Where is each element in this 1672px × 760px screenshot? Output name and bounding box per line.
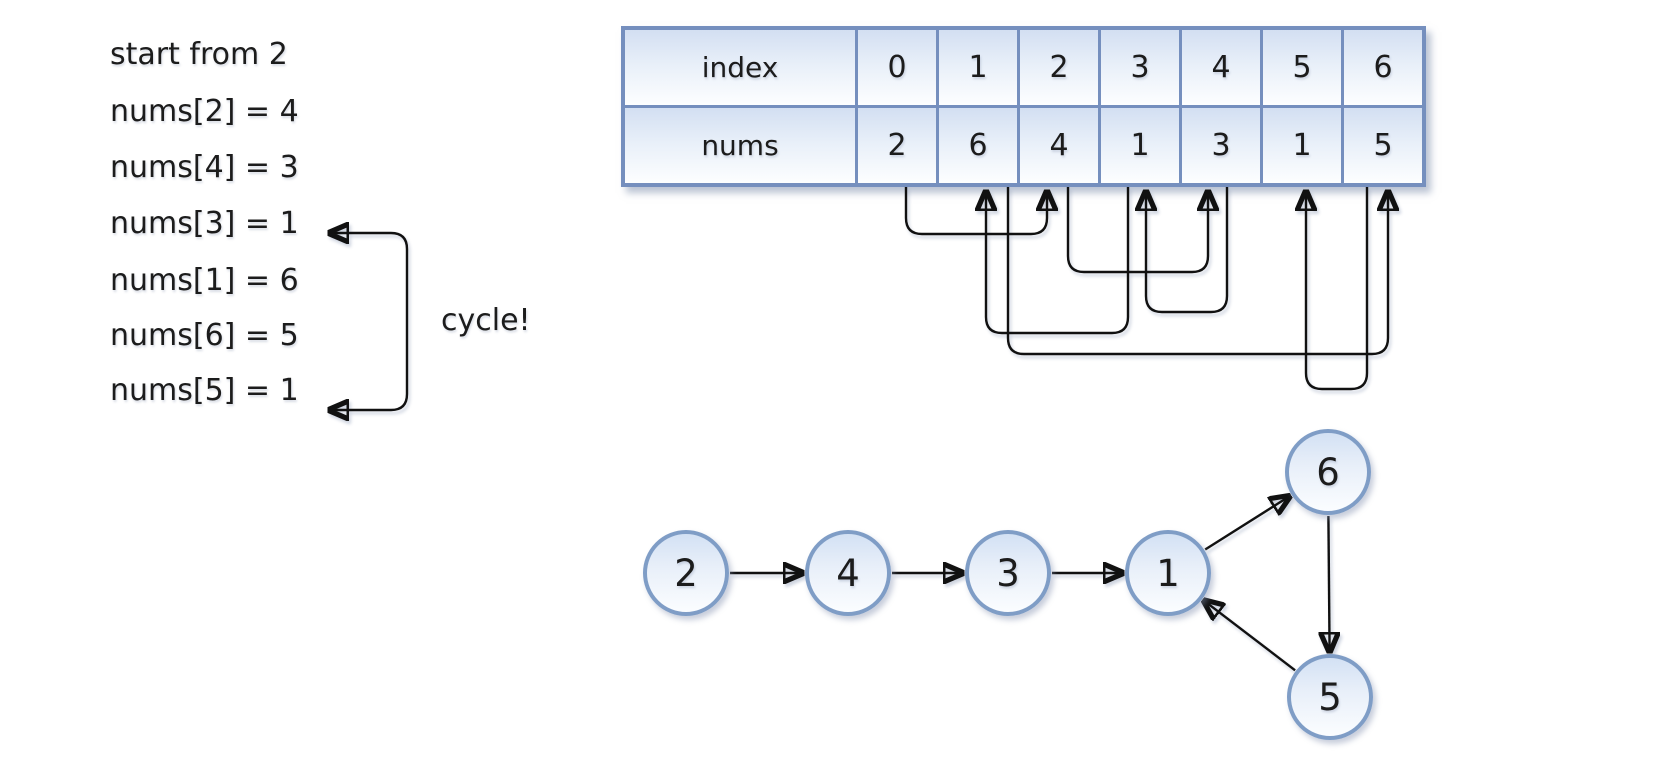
graph-node-5: 5 <box>1287 654 1373 740</box>
nums-cell-0: 2 <box>858 108 936 183</box>
graph-node-1: 1 <box>1125 530 1211 616</box>
nums-arrow-3-to-1 <box>986 187 1130 335</box>
nums-cell-4: 3 <box>1182 108 1260 183</box>
trace-line: nums[6] = 5 <box>110 318 299 353</box>
nums-cell-2: 4 <box>1020 108 1098 183</box>
index-cell-5: 5 <box>1263 30 1341 105</box>
trace-line: nums[3] = 1 <box>110 206 299 241</box>
trace-line: nums[5] = 1 <box>110 373 299 408</box>
graph-node-4: 4 <box>805 530 891 616</box>
trace-line: nums[4] = 3 <box>110 150 299 185</box>
index-cell-3: 3 <box>1101 30 1179 105</box>
index-cell-0: 0 <box>858 30 936 105</box>
nums-arrow-2-to-4 <box>1066 187 1208 274</box>
trace-line: start from 2 <box>110 37 288 72</box>
graph-node-2: 2 <box>643 530 729 616</box>
trace-line: nums[1] = 6 <box>110 263 299 298</box>
cycle-arrow <box>329 321 409 410</box>
index-cell-1: 1 <box>939 30 1017 105</box>
nums-arrow-1-to-6 <box>1006 187 1388 356</box>
trace-line: nums[2] = 4 <box>110 94 299 129</box>
nums-arrow-4-to-3 <box>1146 187 1229 314</box>
cycle-arrow-bracket <box>329 233 409 410</box>
cycle-label: cycle! <box>441 303 531 338</box>
graph-edge-1-to-6 <box>1204 496 1290 551</box>
nums-cell-5: 1 <box>1263 108 1341 183</box>
nums-cell-3: 1 <box>1101 108 1179 183</box>
index-cell-6: 6 <box>1344 30 1422 105</box>
graph-node-3: 3 <box>965 530 1051 616</box>
nums-arrow-6-to-5 <box>1306 187 1369 391</box>
table-row-label: nums <box>625 108 855 183</box>
table-row-label: index <box>625 30 855 105</box>
value-to-index-arrows <box>904 187 1388 391</box>
cycle-arrow <box>329 233 409 321</box>
nums-cell-6: 5 <box>1344 108 1422 183</box>
nums-cell-1: 6 <box>939 108 1017 183</box>
index-cell-2: 2 <box>1020 30 1098 105</box>
graph-node-6: 6 <box>1285 429 1371 515</box>
index-cell-4: 4 <box>1182 30 1260 105</box>
graph-edge-5-to-1 <box>1204 600 1296 672</box>
graph-edges <box>730 496 1330 672</box>
graph-edge-6-to-5 <box>1328 515 1329 652</box>
nums-arrow-0-to-2 <box>904 187 1047 236</box>
